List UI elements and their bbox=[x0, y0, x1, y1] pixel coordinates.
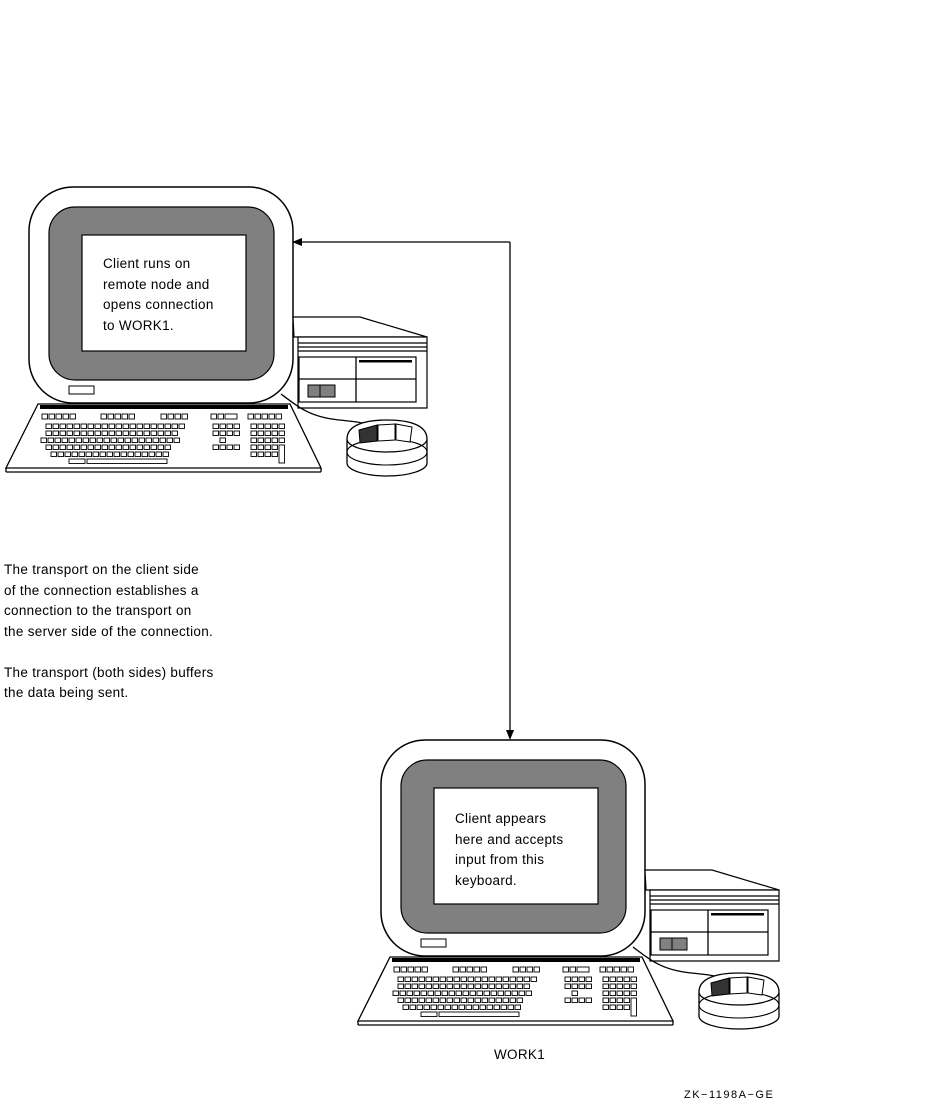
remote-workstation bbox=[5, 186, 428, 477]
workstation-label: WORK1 bbox=[494, 1047, 546, 1062]
remote-screen-line: opens connection bbox=[103, 297, 214, 312]
explanation-line: The transport on the client side bbox=[4, 562, 199, 577]
explanation-line: connection to the transport on bbox=[4, 603, 192, 618]
explanation-line: the data being sent. bbox=[4, 685, 129, 700]
local-screen-line: keyboard. bbox=[455, 872, 517, 888]
explanation-line: The transport (both sides) buffers bbox=[4, 664, 214, 680]
local-screen-line: Client appears bbox=[455, 811, 547, 826]
local-screen-text: Client appears here and accepts input fr… bbox=[455, 809, 563, 891]
transport-explanation: The transport on the client side of the … bbox=[4, 560, 214, 704]
remote-screen-line: Client runs on bbox=[103, 256, 191, 271]
explanation-line: the server side of the connection. bbox=[4, 623, 214, 639]
figure-id: ZK−1198A−GE bbox=[684, 1089, 775, 1101]
local-screen-line: input from this bbox=[455, 852, 545, 867]
double-arrow-icon bbox=[292, 238, 514, 740]
paragraph-spacer bbox=[4, 642, 214, 663]
remote-screen-line: remote node and bbox=[103, 276, 210, 292]
explanation-line: of the connection establishes a bbox=[4, 582, 199, 598]
remote-screen-text: Client runs on remote node and opens con… bbox=[103, 254, 214, 336]
local-screen-line: here and accepts bbox=[455, 831, 564, 847]
remote-screen-line: to WORK1. bbox=[103, 317, 174, 333]
local-workstation bbox=[357, 739, 780, 1030]
